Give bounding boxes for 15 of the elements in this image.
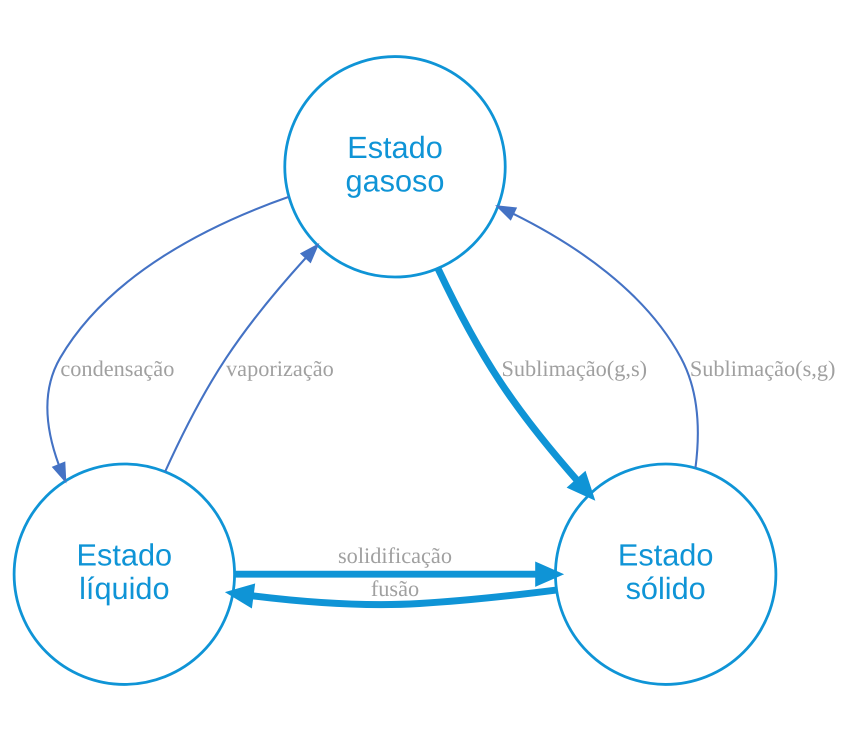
arrow: [235, 561, 564, 586]
edge-label: condensação: [60, 355, 174, 380]
edge-label: Sublimação(s,g): [690, 355, 836, 380]
arrow: [495, 204, 699, 468]
arrow: [164, 242, 320, 472]
node-circle: Estado líquido: [12, 462, 236, 686]
node-circle: Estado sólido: [554, 462, 778, 686]
arrow: [46, 195, 290, 483]
node-circle: Estado gasoso: [283, 54, 507, 278]
edge-label: solidificação: [338, 542, 452, 568]
edge-label: Sublimação(g,s): [501, 355, 648, 380]
edge-label: vaporização: [226, 355, 334, 380]
arrow: [224, 582, 557, 608]
edge-label: fusão: [370, 576, 420, 601]
arrow: [434, 266, 596, 500]
